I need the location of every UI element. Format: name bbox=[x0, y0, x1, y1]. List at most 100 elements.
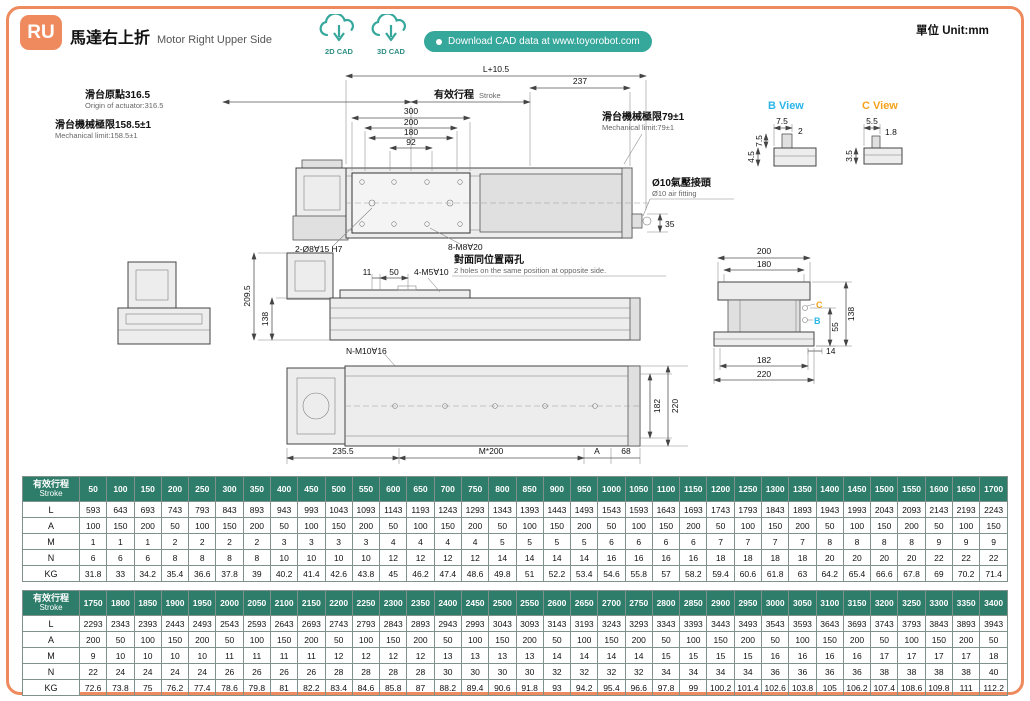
row-label: A bbox=[22, 631, 80, 648]
table-cell: 7 bbox=[733, 533, 763, 550]
table-cell: 100 bbox=[679, 631, 708, 648]
top-view bbox=[292, 159, 652, 241]
table-cell: 993 bbox=[297, 501, 326, 518]
table-cell: 16 bbox=[815, 647, 844, 664]
c-dim-5-5: 5.5 bbox=[866, 116, 878, 126]
table-cell: 57 bbox=[651, 565, 681, 582]
table-cell: 50 bbox=[106, 631, 135, 648]
table-cell: 3293 bbox=[624, 615, 653, 632]
table-cell: 103.8 bbox=[788, 679, 817, 696]
table-cell: 50 bbox=[488, 517, 517, 534]
left-end-view bbox=[117, 261, 211, 345]
download-3d-cad-button[interactable]: 3D CAD bbox=[366, 12, 416, 56]
table-cell: 3843 bbox=[924, 615, 954, 632]
table-cell: 28 bbox=[351, 663, 381, 680]
table-cell: 10 bbox=[351, 549, 381, 566]
table-cell: 100 bbox=[842, 517, 872, 534]
stroke-value-header: 250 bbox=[188, 476, 217, 502]
stroke-value-header: 450 bbox=[297, 476, 326, 502]
table-cell: 26 bbox=[242, 663, 271, 680]
dim-92-label: 92 bbox=[406, 137, 416, 147]
table-cell: 1393 bbox=[515, 501, 544, 518]
stroke-value-header: 3300 bbox=[924, 590, 954, 616]
table-cell: 150 bbox=[597, 631, 626, 648]
download-cad-link[interactable]: Download CAD data at www.toyorobot.com bbox=[424, 31, 652, 52]
table-cell: 82.2 bbox=[297, 679, 326, 696]
table-cell: 30 bbox=[488, 663, 517, 680]
table-cell: 200 bbox=[297, 631, 326, 648]
table-cell: 200 bbox=[842, 631, 872, 648]
stroke-value-header: 2750 bbox=[624, 590, 653, 616]
table-cell: 13 bbox=[433, 647, 462, 664]
dim-l-label: L+10.5 bbox=[483, 64, 510, 74]
stroke-value-header: 350 bbox=[242, 476, 271, 502]
table-cell: 100 bbox=[570, 631, 599, 648]
stroke-value-header: 1900 bbox=[160, 590, 190, 616]
dim-50-label: 50 bbox=[389, 267, 399, 277]
b-view-label: B View bbox=[768, 100, 804, 112]
stroke-value-header: 800 bbox=[488, 476, 517, 502]
table-cell: 200 bbox=[78, 631, 108, 648]
table-cell: 4 bbox=[379, 533, 408, 550]
stroke-value-header: 3350 bbox=[951, 590, 981, 616]
table-cell: 1643 bbox=[651, 501, 681, 518]
dim-300-label: 300 bbox=[404, 106, 418, 116]
stroke-value-header: 1650 bbox=[951, 476, 981, 502]
table-cell: 89.4 bbox=[460, 679, 490, 696]
table-cell: 16 bbox=[597, 549, 626, 566]
table-cell: 12 bbox=[379, 647, 408, 664]
c-dim-3-5: 3.5 bbox=[844, 150, 854, 162]
table-cell: 15 bbox=[651, 647, 681, 664]
bottom-view bbox=[286, 365, 641, 447]
stroke-label-zh: 有效行程 bbox=[434, 88, 474, 101]
table-cell: 50 bbox=[597, 517, 626, 534]
table-cell: 100.2 bbox=[706, 679, 735, 696]
stroke-value-header: 150 bbox=[133, 476, 162, 502]
table-cell: 14 bbox=[488, 549, 517, 566]
table-cell: 30 bbox=[460, 663, 490, 680]
table-cell: 843 bbox=[215, 501, 244, 518]
table-cell: 100 bbox=[515, 517, 544, 534]
stroke-value-header: 750 bbox=[460, 476, 490, 502]
table-cell: 3943 bbox=[979, 615, 1008, 632]
stroke-value-header: 2200 bbox=[324, 590, 353, 616]
table-cell: 200 bbox=[951, 631, 981, 648]
table-cell: 200 bbox=[133, 517, 162, 534]
table-cell: 32 bbox=[570, 663, 599, 680]
table-cell: 3593 bbox=[788, 615, 817, 632]
stroke-value-header: 550 bbox=[351, 476, 381, 502]
table-cell: 2993 bbox=[460, 615, 490, 632]
table-cell: 16 bbox=[679, 549, 708, 566]
stroke-value-header: 950 bbox=[570, 476, 599, 502]
table-cell: 54.6 bbox=[597, 565, 626, 582]
table-cell: 3093 bbox=[515, 615, 544, 632]
table-cell: 38 bbox=[897, 663, 926, 680]
stroke-value-header: 1000 bbox=[597, 476, 626, 502]
origin-label-zh: 滑台原點316.5 bbox=[85, 88, 150, 101]
stroke-value-header: 3050 bbox=[788, 590, 817, 616]
table-cell: 10 bbox=[133, 647, 162, 664]
table-cell: 43.8 bbox=[351, 565, 381, 582]
table-cell: 1493 bbox=[570, 501, 599, 518]
table-cell: 2 bbox=[215, 533, 244, 550]
table-cell: 10 bbox=[106, 647, 135, 664]
table-cell: 150 bbox=[979, 517, 1008, 534]
table-cell: 50 bbox=[379, 517, 408, 534]
table-cell: 91.8 bbox=[515, 679, 544, 696]
row-label: KG bbox=[22, 565, 80, 582]
table-cell: 112.2 bbox=[979, 679, 1008, 696]
table-cell: 100 bbox=[788, 631, 817, 648]
table-cell: 17 bbox=[951, 647, 981, 664]
table-cell: 15 bbox=[679, 647, 708, 664]
opposite-holes-zh: 對面同位置兩孔 bbox=[454, 253, 524, 266]
table-cell: 12 bbox=[351, 647, 381, 664]
table-cell: 51 bbox=[515, 565, 544, 582]
stroke-value-header: 1600 bbox=[924, 476, 954, 502]
stroke-value-header: 1850 bbox=[133, 590, 162, 616]
table-cell: 3793 bbox=[897, 615, 926, 632]
stroke-value-header: 2400 bbox=[433, 590, 462, 616]
table-cell: 1943 bbox=[815, 501, 844, 518]
stroke-value-header: 3150 bbox=[842, 590, 872, 616]
download-2d-cad-button[interactable]: 2D CAD bbox=[314, 12, 364, 56]
table-cell: 150 bbox=[433, 517, 462, 534]
